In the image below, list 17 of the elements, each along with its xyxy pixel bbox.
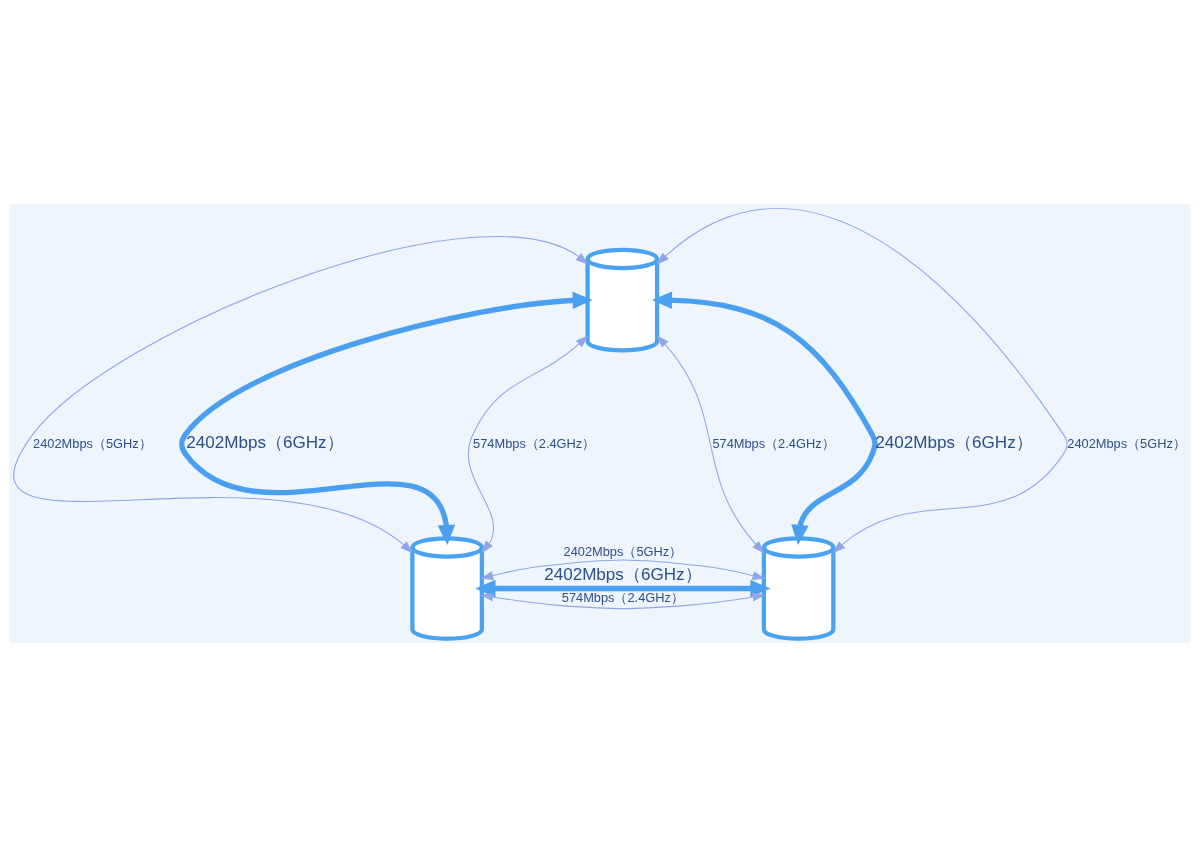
arrow xyxy=(656,208,1068,554)
arrow xyxy=(480,592,766,610)
arrow xyxy=(656,335,765,554)
edge-label: 2402Mbps（5GHz） xyxy=(33,435,152,451)
edge-label: 574Mbps（2.4GHz） xyxy=(712,435,835,451)
arrow xyxy=(652,291,878,545)
edge-label: 2402Mbps（6GHz） xyxy=(186,433,344,453)
edge-label: 2402Mbps（5GHz） xyxy=(563,544,683,560)
edge-label: 2402Mbps（5GHz） xyxy=(1067,435,1186,451)
arrow xyxy=(14,236,589,554)
arrow xyxy=(475,579,771,598)
arrow xyxy=(480,559,766,580)
edge-label: 574Mbps（2.4GHz） xyxy=(561,589,684,605)
edge-label: 2402Mbps（6GHz） xyxy=(544,564,702,584)
edge-label: 574Mbps（2.4GHz） xyxy=(473,435,596,451)
arrow xyxy=(467,335,589,554)
arrow xyxy=(179,291,593,545)
